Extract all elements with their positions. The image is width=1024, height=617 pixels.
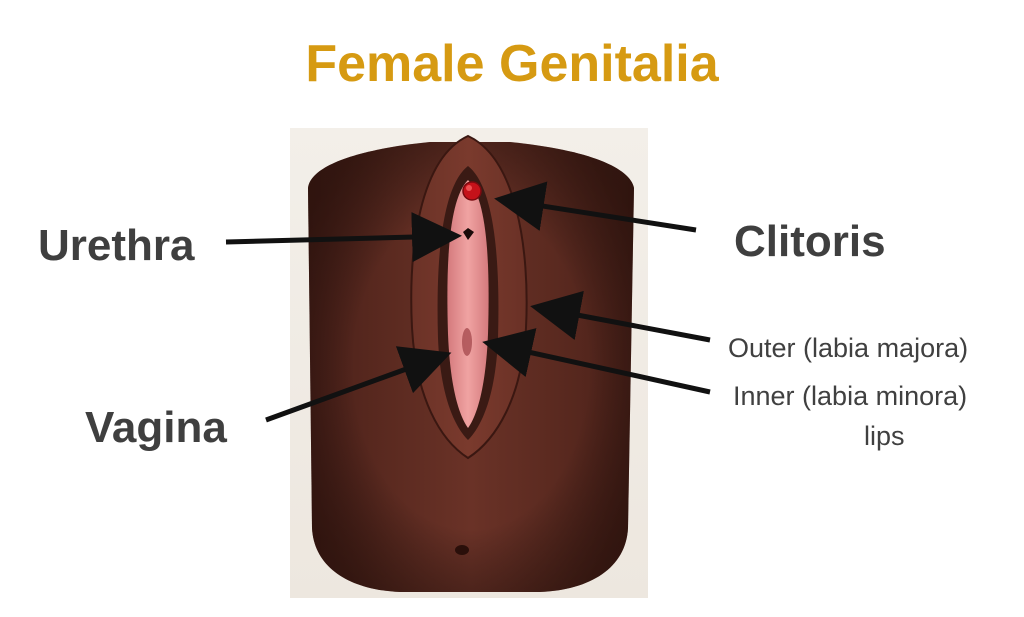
clitoris-marker: [462, 181, 482, 201]
label-clitoris: Clitoris: [734, 217, 886, 266]
label-labia-minora: Inner (labia minora): [733, 381, 968, 411]
label-urethra: Urethra: [38, 221, 195, 270]
model-svg: [290, 128, 648, 598]
label-vagina: Vagina: [85, 403, 227, 452]
label-lips: lips: [864, 421, 905, 451]
vaginal-opening: [462, 328, 472, 356]
urethra-opening: [463, 228, 474, 240]
anus-marker: [455, 545, 469, 555]
page-title: Female Genitalia: [305, 35, 719, 93]
clitoris-highlight: [466, 185, 472, 191]
anatomical-model-image: [290, 128, 648, 598]
label-labia-majora: Outer (labia majora): [728, 333, 969, 363]
